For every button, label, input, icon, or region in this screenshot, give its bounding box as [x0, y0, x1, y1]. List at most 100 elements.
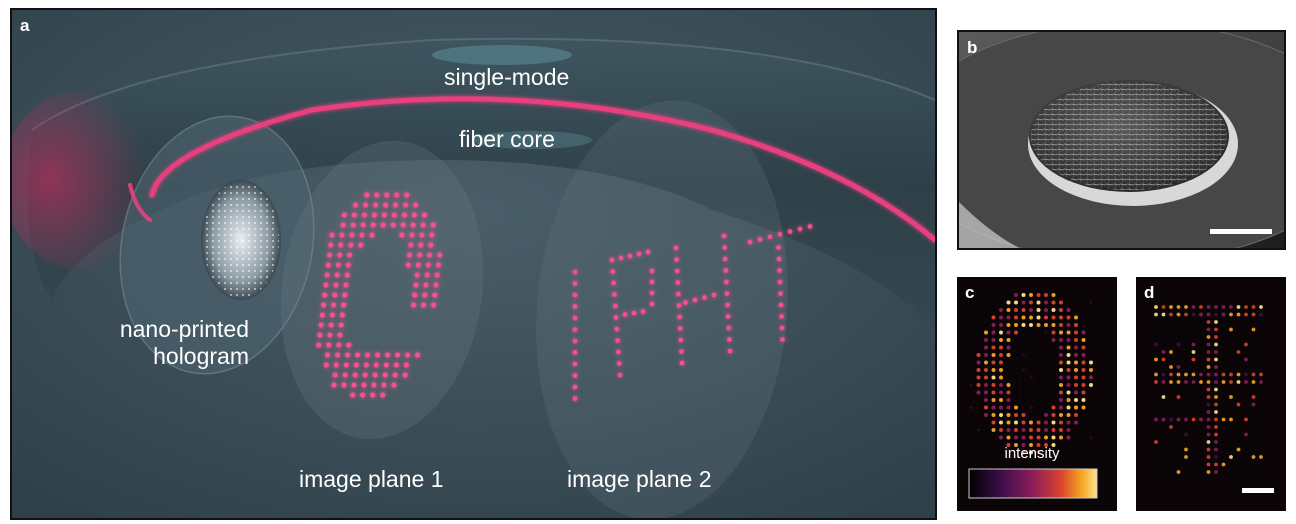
intensity-dot: [1206, 470, 1211, 474]
ring-dot: [382, 372, 388, 378]
intensity-dot: [1222, 433, 1225, 436]
ring-dot: [360, 222, 366, 228]
fiber-core-label: fiber core: [459, 126, 555, 152]
ring-dot: [352, 372, 358, 378]
intensity-dot: [1059, 338, 1063, 342]
intensity-dot: [999, 338, 1003, 342]
ipht-dot: [757, 237, 763, 242]
intensity-dot: [1066, 323, 1071, 327]
intensity-dot: [1169, 410, 1173, 414]
ring-dot: [363, 362, 369, 368]
intensity-dot: [1036, 420, 1041, 425]
intensity-dot: [969, 413, 973, 417]
ring-dot: [391, 382, 397, 388]
intensity-dot: [1177, 440, 1180, 444]
intensity-dot: [1192, 328, 1195, 331]
intensity-dot: [1089, 391, 1093, 394]
intensity-dot: [1154, 403, 1158, 406]
intensity-dot: [1214, 305, 1218, 309]
intensity-dot: [1021, 435, 1026, 440]
ring-dot: [428, 242, 434, 248]
intensity-dot: [1154, 320, 1158, 324]
ipht-dot: [631, 310, 637, 316]
intensity-dot: [1074, 413, 1078, 417]
intensity-dot: [1037, 383, 1040, 387]
intensity-dot: [1029, 361, 1033, 364]
intensity-dot: [999, 405, 1003, 410]
intensity-dot: [1199, 410, 1203, 414]
intensity-dot: [984, 368, 988, 372]
intensity-dot: [1082, 443, 1085, 447]
intensity-dot: [1089, 428, 1093, 432]
intensity-dot: [977, 301, 980, 304]
intensity-dot: [1162, 455, 1165, 459]
intensity-dot: [1059, 330, 1063, 335]
intensity-dot: [1081, 383, 1086, 387]
ring-dot: [402, 372, 408, 378]
intensity-dot: [1169, 320, 1173, 324]
ring-dot: [372, 372, 378, 378]
ring-dot: [334, 272, 340, 278]
intensity-dot: [1184, 320, 1188, 324]
intensity-dot: [969, 308, 973, 312]
intensity-dot: [1059, 428, 1063, 432]
intensity-dot: [1184, 343, 1188, 346]
intensity-dot: [1206, 350, 1211, 354]
intensity-dot: [1169, 343, 1173, 346]
intensity-dot: [1022, 331, 1025, 334]
intensity-dot: [984, 428, 988, 432]
intensity-dot: [1199, 448, 1203, 451]
intensity-dot: [1074, 375, 1078, 380]
intensity-dot: [1161, 350, 1166, 354]
intensity-dot: [1169, 470, 1173, 474]
ring-dot: [322, 292, 328, 298]
ipht-dot: [572, 281, 578, 286]
intensity-dot: [1199, 320, 1203, 324]
fiber-top-label: single-mode: [444, 64, 570, 90]
intensity-dot: [1051, 300, 1056, 305]
intensity-dot: [969, 301, 973, 304]
ring-dot: [346, 252, 353, 258]
ipht-dot: [636, 251, 642, 257]
intensity-dot: [984, 330, 988, 335]
ring-dot: [362, 372, 368, 378]
intensity-dot: [969, 368, 973, 372]
intensity-dot: [1162, 365, 1165, 369]
ring-dot: [351, 382, 357, 388]
intensity-dot: [1066, 383, 1071, 387]
intensity-dot: [991, 390, 996, 395]
intensity-dot: [984, 405, 988, 410]
intensity-dot: [1067, 293, 1070, 297]
intensity-dot: [1252, 433, 1255, 436]
intensity-dot: [1066, 368, 1071, 372]
intensity-dot: [1029, 435, 1033, 440]
ipht-dot: [722, 245, 727, 250]
intensity-dot: [1066, 435, 1071, 440]
intensity-dot: [1074, 308, 1078, 312]
intensity-dot: [1237, 455, 1240, 459]
intensity-dot: [1006, 300, 1011, 305]
ipht-dot: [572, 327, 578, 332]
intensity-dot: [1059, 451, 1063, 454]
intensity-dot: [1237, 328, 1240, 331]
intensity-dot: [1169, 305, 1173, 309]
ring-dot: [343, 282, 349, 288]
core-beam-tail: [128, 183, 152, 222]
core-beam: [149, 96, 935, 243]
intensity-dot: [1259, 350, 1263, 354]
intensity-dot: [1206, 410, 1211, 414]
intensity-dot: [1184, 403, 1188, 406]
ipht-dot: [572, 315, 578, 321]
ipht-dot: [776, 245, 781, 250]
intensity-dot: [1089, 451, 1093, 454]
intensity-dot: [1037, 361, 1040, 364]
ring-dot: [339, 232, 345, 238]
intensity-dot: [1244, 350, 1248, 354]
ring-dot: [429, 232, 435, 238]
intensity-dot: [1074, 398, 1078, 402]
intensity-dot: [1051, 435, 1056, 440]
intensity-dot: [1259, 448, 1263, 451]
intensity-dot: [1162, 403, 1165, 406]
intensity-dot: [977, 316, 980, 319]
ipht-dot: [611, 280, 616, 286]
